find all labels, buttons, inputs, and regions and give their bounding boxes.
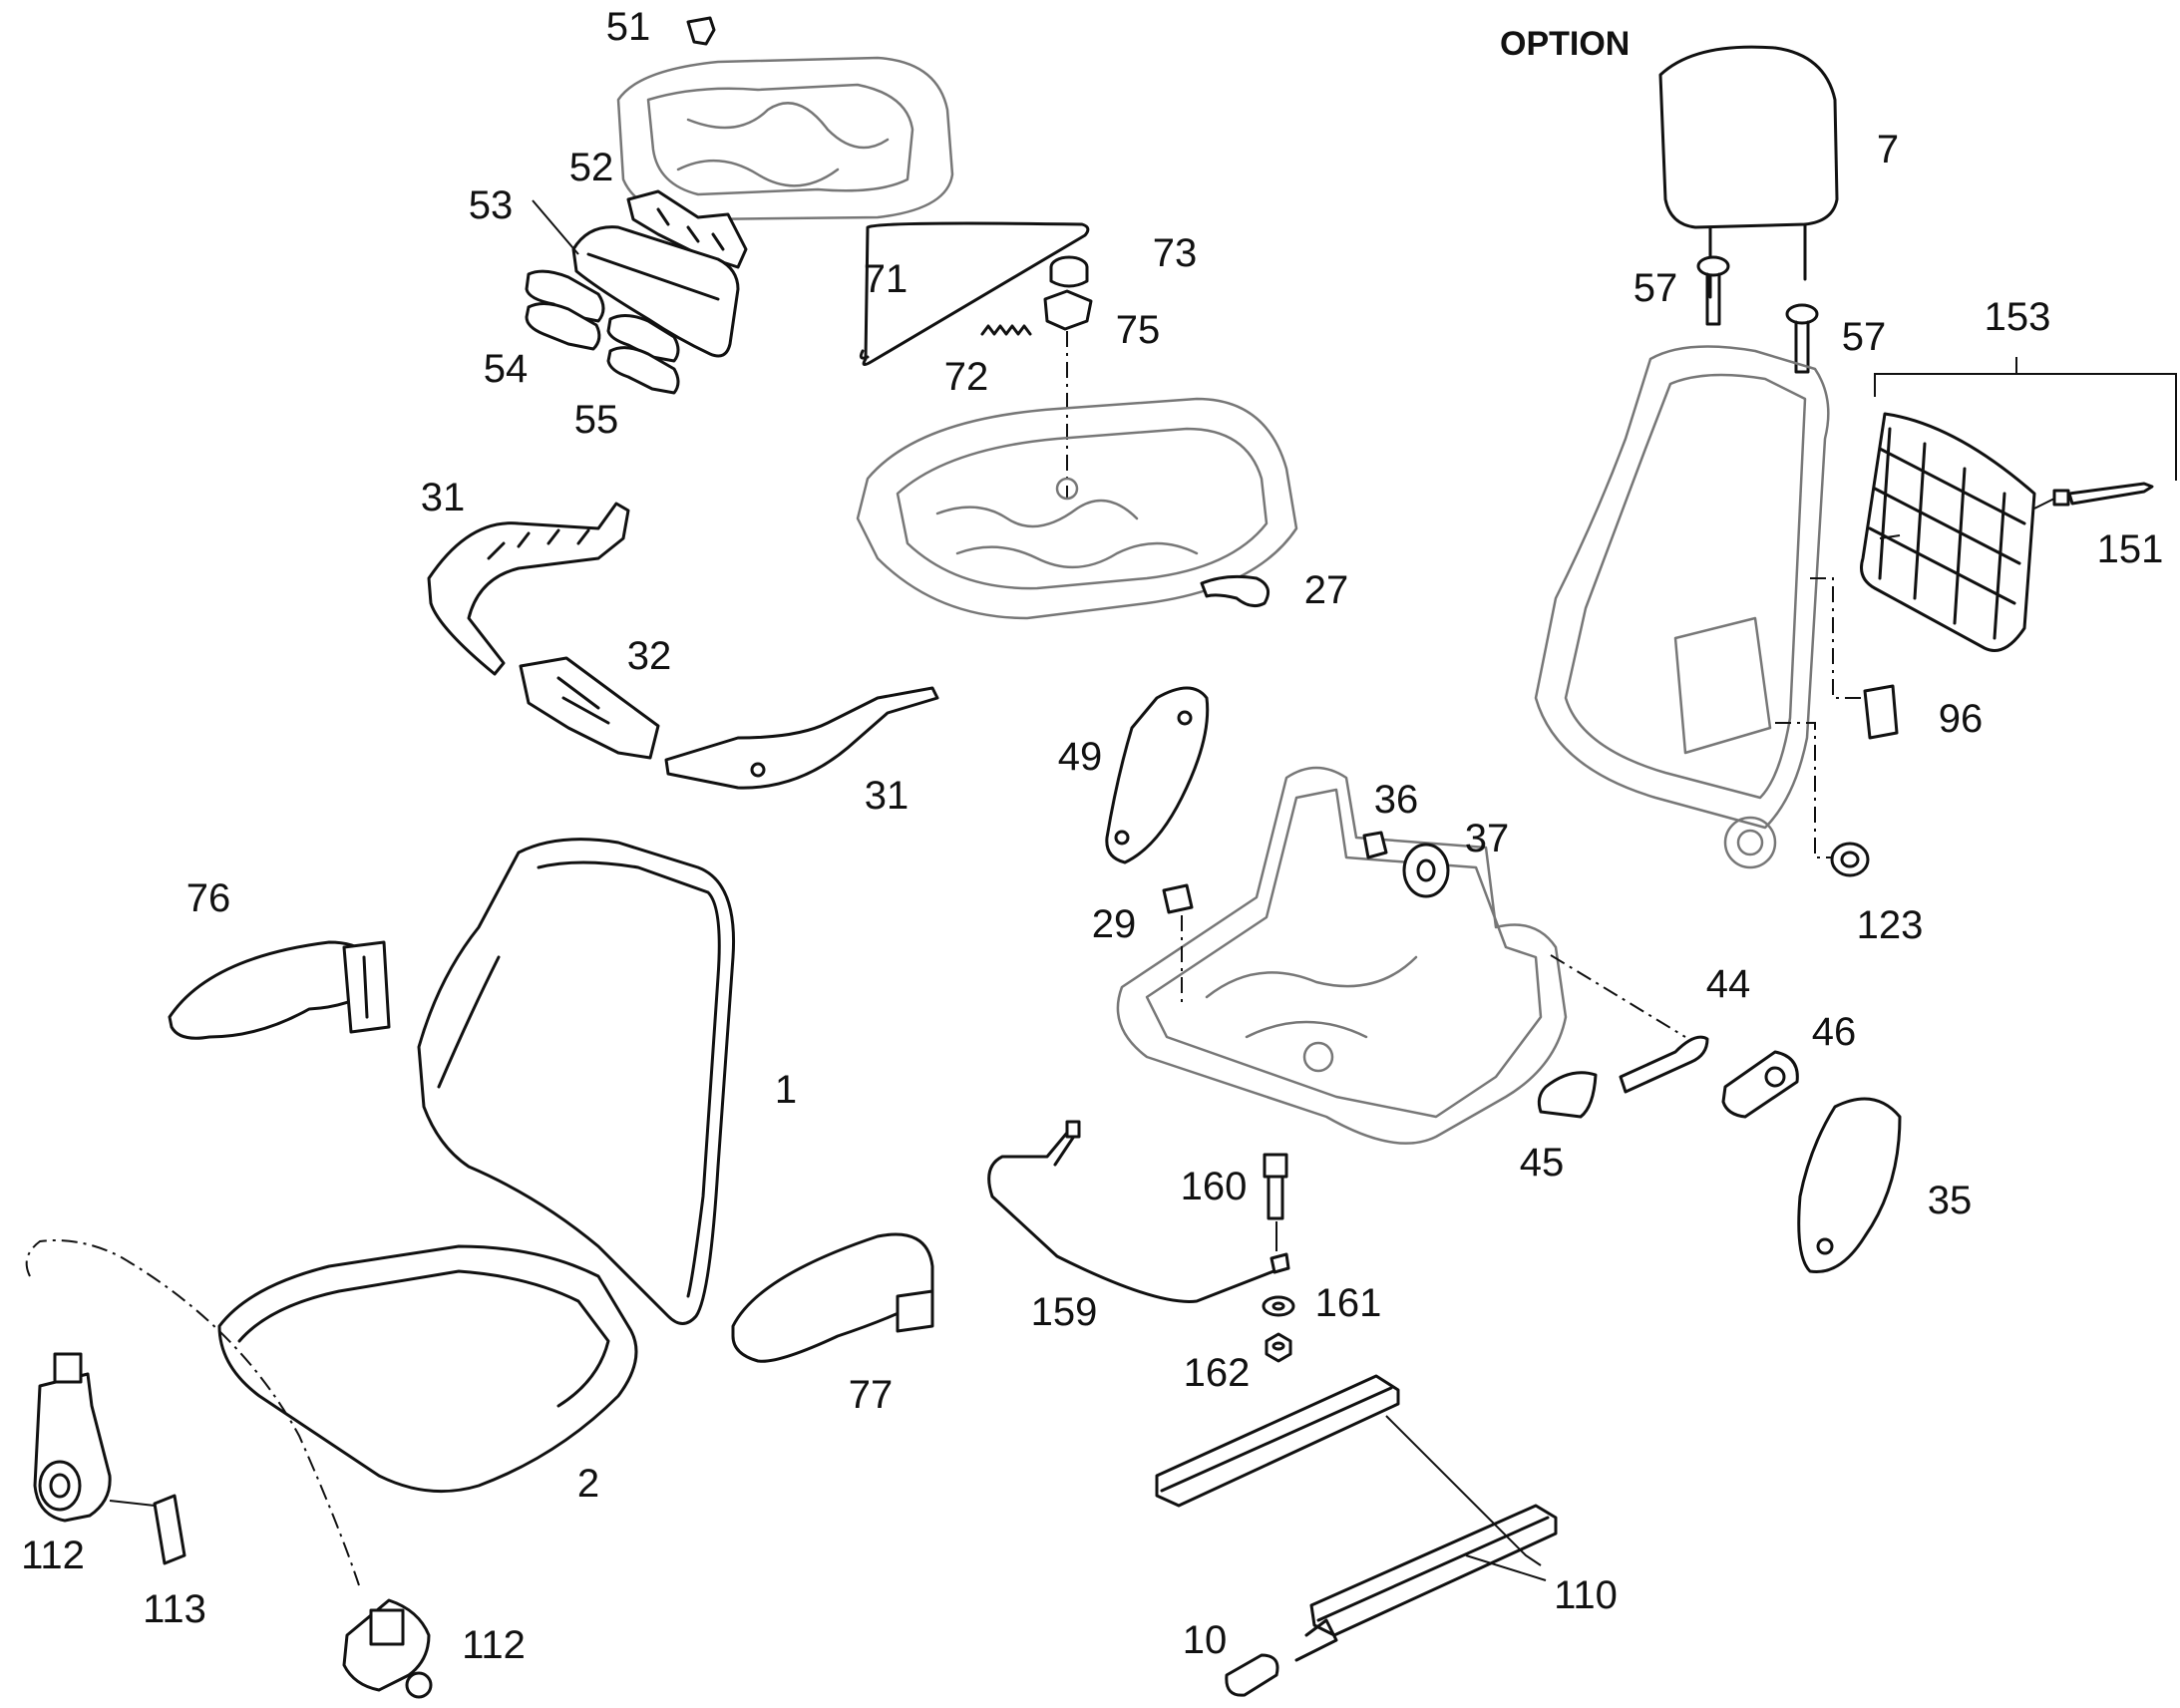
part-label-57-left: 57 bbox=[1633, 266, 1678, 310]
part-label-110: 110 bbox=[1554, 1573, 1618, 1617]
part-label-72: 72 bbox=[943, 355, 989, 399]
part-label-73: 73 bbox=[1152, 231, 1198, 275]
part-label-49: 49 bbox=[1057, 735, 1103, 779]
part-label-2: 2 bbox=[576, 1462, 600, 1506]
seat-belt-112-drawing bbox=[25, 1239, 360, 1586]
seat-cushion-2-drawing bbox=[217, 1244, 638, 1494]
part-label-159: 159 bbox=[1030, 1290, 1098, 1334]
net-pocket-153-drawing bbox=[1860, 357, 2177, 652]
part-label-46: 46 bbox=[1811, 1010, 1857, 1054]
part-label-151: 151 bbox=[2096, 527, 2164, 571]
cover-45-drawing bbox=[1537, 1071, 1598, 1119]
part-label-31-upper: 31 bbox=[420, 476, 466, 519]
cable-159-drawing bbox=[987, 1120, 1290, 1303]
nut-36-drawing bbox=[1362, 831, 1388, 859]
part-label-160: 160 bbox=[1180, 1165, 1248, 1208]
guide-57a-drawing bbox=[1696, 255, 1730, 326]
seat-cushion-pan-drawing bbox=[616, 56, 954, 221]
rod-71-drawing bbox=[859, 221, 1090, 366]
part-label-71: 71 bbox=[863, 257, 908, 301]
pad-29-drawing bbox=[1162, 883, 1194, 1007]
lever-44-drawing bbox=[1550, 954, 1709, 1094]
nut-162-drawing bbox=[1265, 1332, 1292, 1363]
rail-31-lower-drawing bbox=[664, 686, 939, 790]
part-label-52: 52 bbox=[568, 146, 614, 189]
trim-panel-53-drawing bbox=[571, 225, 740, 358]
part-label-32: 32 bbox=[626, 634, 672, 678]
part-label-37: 37 bbox=[1464, 817, 1510, 860]
part-label-7: 7 bbox=[1876, 128, 1900, 171]
screw-151-drawing bbox=[2033, 482, 2154, 510]
part-label-162: 162 bbox=[1183, 1351, 1251, 1395]
part-label-161: 161 bbox=[1314, 1281, 1382, 1325]
part-label-54: 54 bbox=[483, 347, 529, 391]
part-label-76: 76 bbox=[185, 876, 231, 920]
plate-46-drawing bbox=[1721, 1050, 1799, 1119]
part-label-153: 153 bbox=[1984, 295, 2051, 339]
part-label-51: 51 bbox=[605, 5, 651, 49]
washer-161-drawing bbox=[1262, 1295, 1295, 1317]
knob-123-drawing bbox=[1775, 722, 1870, 877]
bracket-32-drawing bbox=[519, 656, 660, 760]
clip-54-drawing bbox=[525, 269, 605, 351]
side-cover-49-drawing bbox=[1105, 686, 1210, 864]
option-label: OPTION bbox=[1500, 25, 1631, 63]
part-label-1: 1 bbox=[774, 1068, 798, 1112]
clip-51-drawing bbox=[686, 16, 716, 46]
handwheel-37-drawing bbox=[1402, 843, 1450, 898]
backrest-frame-drawing bbox=[1534, 345, 1830, 869]
rail-31-upper-drawing bbox=[427, 502, 630, 676]
bracket-52-drawing bbox=[626, 189, 748, 269]
part-label-113: 113 bbox=[143, 1587, 206, 1631]
buckle-112-drawing bbox=[342, 1598, 433, 1699]
part-label-27: 27 bbox=[1303, 568, 1349, 612]
knob-73-drawing bbox=[1049, 255, 1089, 288]
part-label-75: 75 bbox=[1115, 308, 1161, 352]
guide-57b-drawing bbox=[1785, 303, 1819, 374]
part-label-10: 10 bbox=[1182, 1618, 1228, 1662]
part-label-55: 55 bbox=[573, 398, 619, 442]
part-label-31-lower: 31 bbox=[864, 774, 909, 818]
armrest-76-drawing bbox=[168, 940, 391, 1040]
part-label-29: 29 bbox=[1091, 902, 1137, 946]
part-label-36: 36 bbox=[1373, 778, 1419, 822]
bolt-160-drawing bbox=[1263, 1153, 1288, 1251]
backrest-cushion-1-drawing bbox=[417, 838, 736, 1325]
part-label-112-retractor: 112 bbox=[21, 1534, 85, 1577]
part-label-53: 53 bbox=[468, 183, 514, 227]
bracket-113-drawing bbox=[109, 1494, 186, 1565]
part-label-45: 45 bbox=[1519, 1141, 1565, 1185]
part-label-112-buckle: 112 bbox=[462, 1623, 526, 1667]
side-cover-35-drawing bbox=[1797, 1097, 1902, 1274]
spring-72-drawing bbox=[980, 324, 1032, 336]
cap-96-drawing bbox=[1810, 577, 1899, 740]
part-label-77: 77 bbox=[848, 1373, 894, 1417]
part-label-57-right: 57 bbox=[1841, 315, 1887, 359]
seat-rail-110-drawing bbox=[1155, 1374, 1558, 1662]
headrest-7-drawing bbox=[1658, 45, 1839, 299]
clip-10-drawing bbox=[1225, 1653, 1279, 1697]
part-label-35: 35 bbox=[1927, 1179, 1973, 1222]
seat-base-frame-drawing bbox=[856, 397, 1298, 620]
part-label-123: 123 bbox=[1856, 903, 1924, 947]
seat-pan-frame-drawing bbox=[1116, 766, 1568, 1145]
part-label-96: 96 bbox=[1938, 697, 1984, 741]
clip-55-drawing bbox=[606, 314, 680, 395]
part-label-44: 44 bbox=[1705, 962, 1751, 1006]
armrest-77-drawing bbox=[731, 1232, 934, 1363]
clip-27-drawing bbox=[1200, 574, 1271, 608]
bracket-75-drawing bbox=[1043, 289, 1093, 499]
